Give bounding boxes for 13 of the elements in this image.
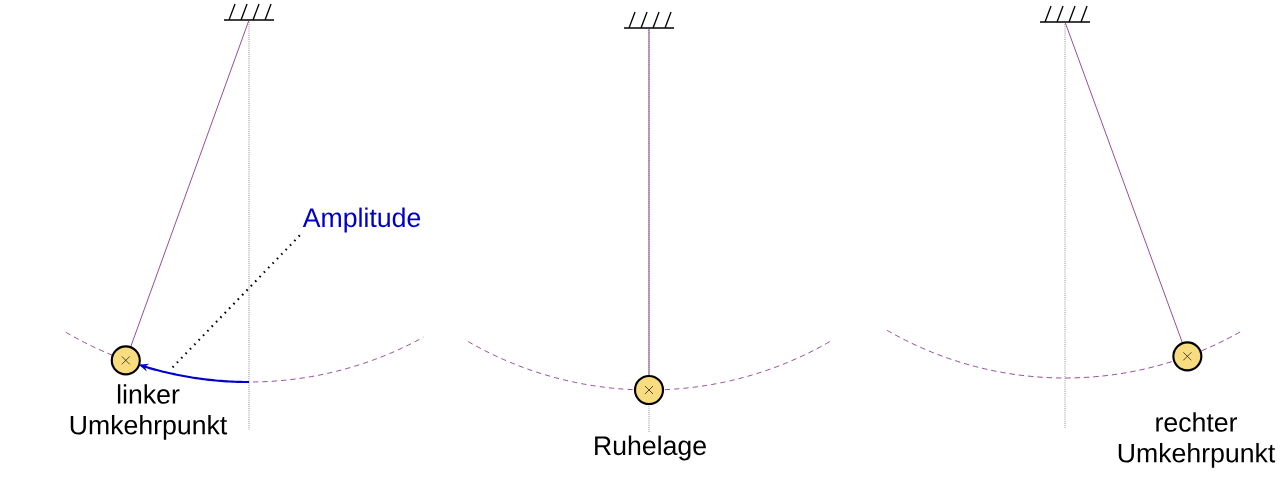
pendulum-string xyxy=(1064,21,1183,343)
ceiling-mount xyxy=(623,11,675,29)
ceiling-mount xyxy=(223,3,275,21)
ceiling-mount xyxy=(1039,5,1091,23)
pendulum-bob xyxy=(633,374,665,406)
leader-line xyxy=(170,234,301,370)
position-label: rechter Umkehrpunkt xyxy=(1118,412,1276,468)
position-label: linker Umkehrpunkt xyxy=(70,384,228,440)
amplitude-label: Amplitude xyxy=(302,207,421,233)
position-label: Ruhelage xyxy=(595,435,706,461)
pendulum-bob xyxy=(1172,341,1203,372)
pendulum-string xyxy=(130,19,250,347)
pendulum-bob xyxy=(110,345,141,376)
